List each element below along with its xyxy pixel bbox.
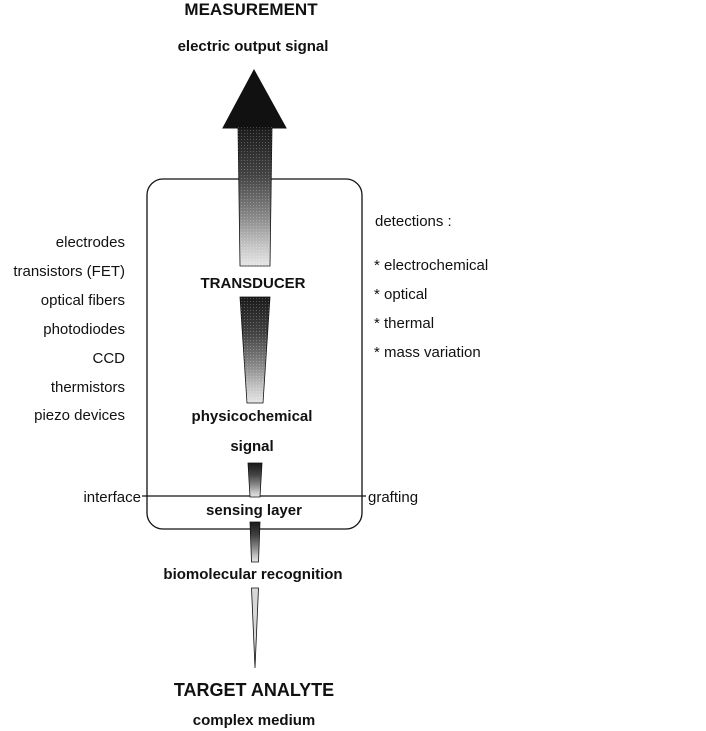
signal-label: signal — [230, 438, 274, 455]
arrow-head — [222, 68, 287, 129]
device-item: optical fibers — [40, 292, 125, 309]
device-item: transistors (FET) — [13, 263, 125, 280]
transducer-label: TRANSDUCER — [200, 275, 306, 292]
device-item: electrodes — [55, 234, 125, 251]
detection-item: * mass variation — [374, 344, 481, 361]
detections-title: detections : — [375, 213, 452, 230]
detection-item: * optical — [374, 286, 428, 303]
signal-arrow — [222, 68, 287, 669]
arrow-shaft-layer — [249, 521, 261, 563]
physicochemical-label: physicochemical — [191, 408, 313, 425]
detection-item: * electrochemical — [374, 257, 489, 274]
measurement-title: MEASUREMENT — [184, 0, 318, 19]
electric-output-signal-label: electric output signal — [177, 38, 329, 55]
arrow-shaft-tip — [251, 587, 259, 669]
device-item: thermistors — [50, 379, 125, 396]
device-item: piezo devices — [34, 407, 125, 424]
biomolecular-recognition-label: biomolecular recognition — [163, 566, 343, 583]
device-item: CCD — [92, 350, 126, 367]
grafting-label: grafting — [368, 489, 419, 506]
device-item: photodiodes — [43, 321, 125, 338]
target-analyte-title: TARGET ANALYTE — [173, 680, 335, 700]
interface-label: interface — [83, 489, 141, 506]
complex-medium-label: complex medium — [192, 712, 316, 729]
arrow-shaft-lower — [247, 462, 263, 498]
detection-item: * thermal — [374, 315, 435, 332]
sensing-layer-label: sensing layer — [206, 502, 302, 519]
